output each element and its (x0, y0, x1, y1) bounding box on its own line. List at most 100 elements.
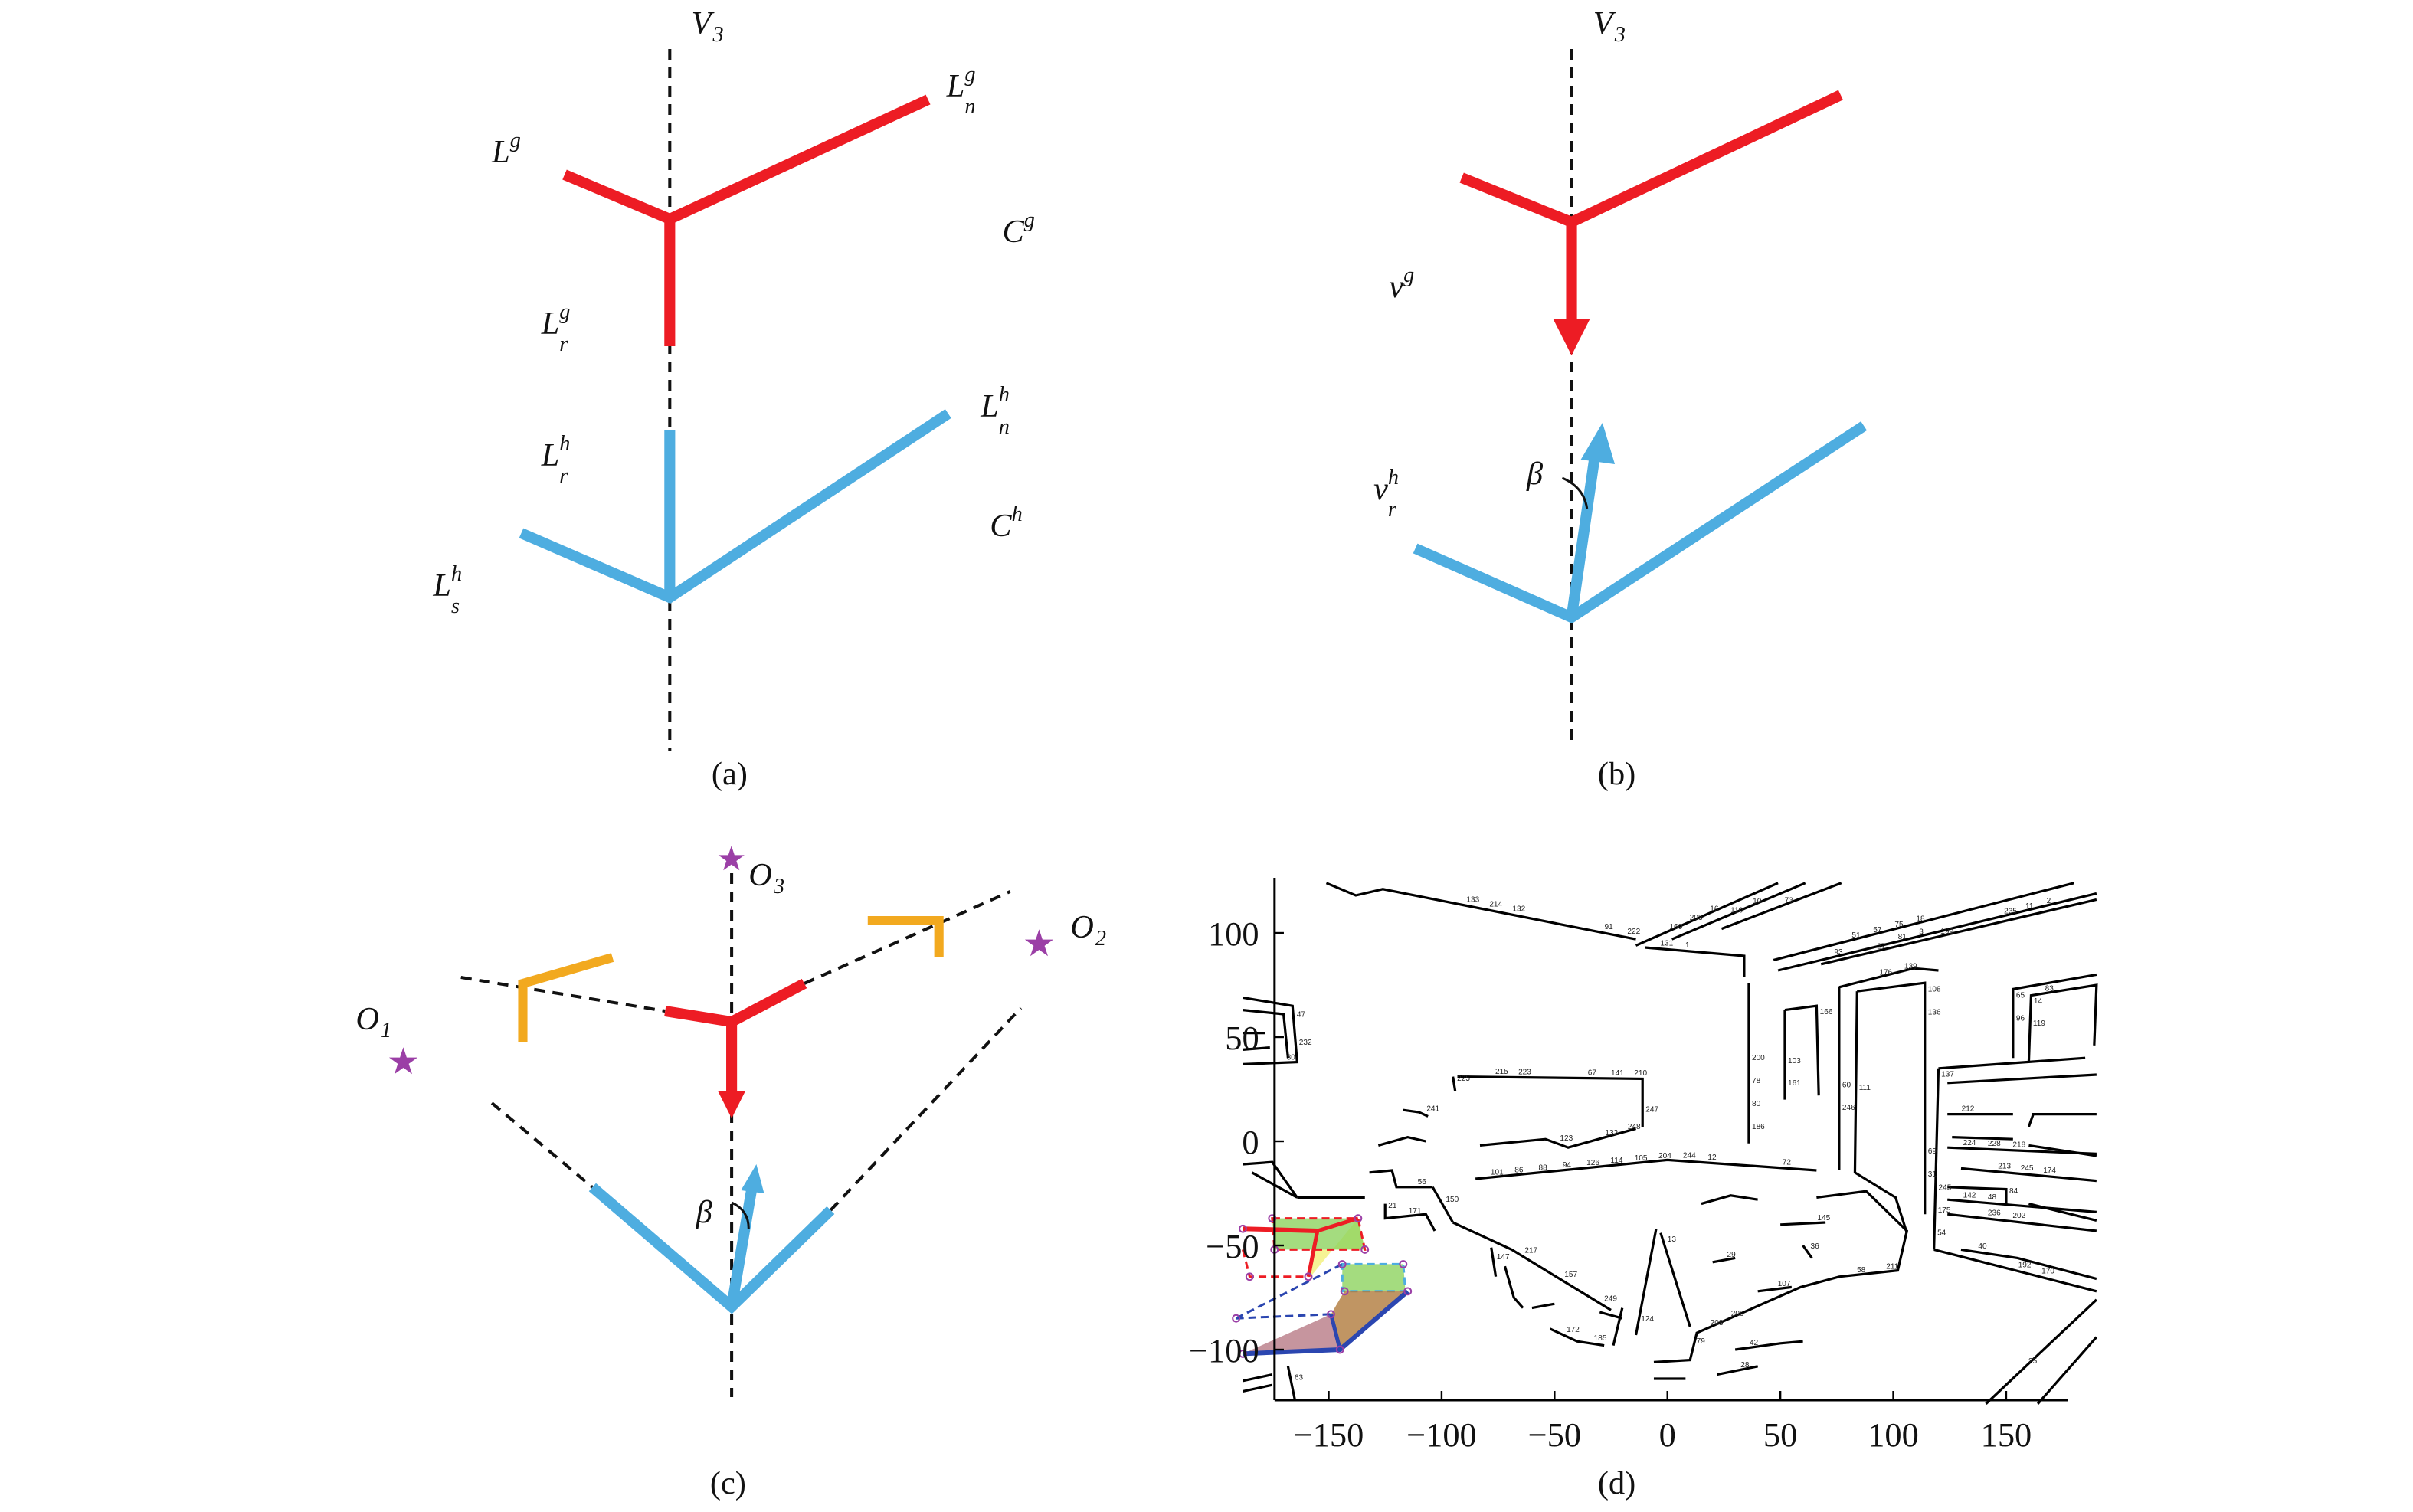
line-id-label: 235 (2004, 908, 2017, 916)
line-id-label: 215 (1495, 1068, 1508, 1076)
scene-line (1947, 1198, 2097, 1213)
line-id-label: 48 (1988, 1193, 1997, 1202)
scene-line (1452, 1221, 1612, 1311)
orange-junction-left (518, 953, 614, 1042)
label-superscript: g (964, 63, 975, 87)
line-id-label: 223 (1518, 1069, 1531, 1077)
scene-line (1243, 1383, 1273, 1393)
scene-line (1780, 1221, 1826, 1226)
line-id-label: 236 (1988, 1209, 2001, 1218)
line-id-label: 10 (1753, 897, 1762, 905)
line-id-label: 16 (1710, 905, 1719, 914)
line-id-label: 225 (1457, 1075, 1470, 1083)
line-id-label: 36 (1811, 1242, 1820, 1251)
line-id-label: 241 (1426, 1105, 1439, 1114)
label-subscript: 3 (712, 23, 724, 47)
line-id-label: 103 (1788, 1057, 1801, 1065)
line-id-label: 213 (1998, 1162, 2011, 1170)
line-id-label: 31 (1928, 1170, 1937, 1179)
y-tick-label: 0 (1242, 1124, 1259, 1161)
label-base: L (432, 568, 451, 604)
blue-dashed-edge (1236, 1313, 1331, 1320)
caption-c: (c) (710, 1465, 746, 1501)
vertex-marker (1232, 1314, 1241, 1323)
line-id-label: 27 (1877, 943, 1886, 951)
vertex-marker (1360, 1245, 1370, 1254)
label-base: V (1593, 5, 1616, 41)
line-id-label: 133 (1466, 896, 1479, 905)
line-id-label: 56 (1418, 1178, 1427, 1186)
scene-line (1857, 981, 1927, 1215)
line-id-label: 105 (1635, 1154, 1648, 1163)
line-id-label: 29 (1727, 1251, 1736, 1259)
line-id-label: 228 (1988, 1140, 2001, 1148)
scene-line (1853, 991, 1908, 1234)
line-id-label: 161 (1788, 1079, 1801, 1088)
caption-b: (b) (1598, 756, 1635, 792)
line-id-label: 202 (2012, 1212, 2025, 1220)
label-superscript: h (999, 383, 1010, 407)
line-id-label: 25 (2028, 1357, 2038, 1366)
line-id-label: 13 (1668, 1235, 1677, 1244)
scene-line (1717, 1365, 1758, 1376)
scene-line (1645, 946, 1746, 977)
line-id-label: 142 (1963, 1192, 1976, 1200)
scene-line (2028, 1203, 2097, 1222)
label-base: L (541, 306, 560, 342)
line-id-labels: 1311321161011182330199204186244881222324… (1287, 896, 2057, 1383)
scene-line (1757, 1285, 1793, 1293)
line-id-label: 150 (1446, 1196, 1459, 1204)
arrowhead-icon (1553, 319, 1590, 355)
pink-face (1243, 1314, 1341, 1354)
arrowhead-icon (741, 1164, 764, 1193)
scene-line (1947, 1073, 2097, 1085)
line-id-label: 172 (1567, 1326, 1580, 1334)
line-id-label: 86 (1514, 1166, 1524, 1174)
line-id-label: 217 (1524, 1246, 1537, 1255)
label-superscript: g (559, 300, 570, 324)
label-superscript: h (559, 432, 570, 456)
label-base: v (1389, 269, 1403, 305)
line-id-label: 11 (2025, 902, 2034, 911)
line-id-label: 12 (1707, 1154, 1717, 1162)
line-id-label: 67 (1588, 1069, 1597, 1078)
label-base: O (355, 1001, 379, 1037)
line-id-label: 203 (1690, 914, 1703, 922)
line-id-label: 199 (1940, 928, 1953, 936)
x-tick-label: 0 (1659, 1416, 1676, 1454)
red-dashed-edge (1241, 1249, 1309, 1278)
blue-arrow-vrh (1566, 456, 1600, 618)
scene-line (1369, 1169, 1433, 1189)
label-subscript: 3 (773, 875, 784, 898)
line-id-label: 131 (1660, 939, 1673, 947)
y-tick-label: 50 (1225, 1019, 1259, 1057)
line-id-label: 210 (1634, 1069, 1647, 1078)
vertex-marker (1239, 1224, 1247, 1233)
scene-line (1286, 1366, 1296, 1400)
scene-line (1457, 1075, 1644, 1127)
line-id-label: 218 (2012, 1141, 2025, 1150)
scene-line (1933, 1068, 1940, 1250)
label-superscript: g (510, 129, 521, 152)
label-base: C (990, 508, 1012, 544)
line-id-label: 28 (1740, 1361, 1750, 1370)
line-id-label: 58 (1857, 1266, 1866, 1275)
line-id-label: 141 (1611, 1069, 1624, 1078)
scene-line (1531, 1302, 1555, 1310)
line-id-label: 245 (1939, 1183, 1952, 1192)
line-id-label: 248 (1628, 1123, 1641, 1131)
line-id-label: 160 (1669, 923, 1682, 931)
panel-b: (b) (1413, 49, 1868, 792)
panel-d: 1311321161011182330199204186244881222324… (1189, 878, 2098, 1501)
label-superscript: h (1388, 466, 1399, 489)
blue-junction-h (1413, 421, 1868, 623)
label-base: v (1373, 471, 1388, 507)
blue-edge (1329, 1314, 1342, 1350)
line-id-label: 57 (1873, 926, 1882, 934)
